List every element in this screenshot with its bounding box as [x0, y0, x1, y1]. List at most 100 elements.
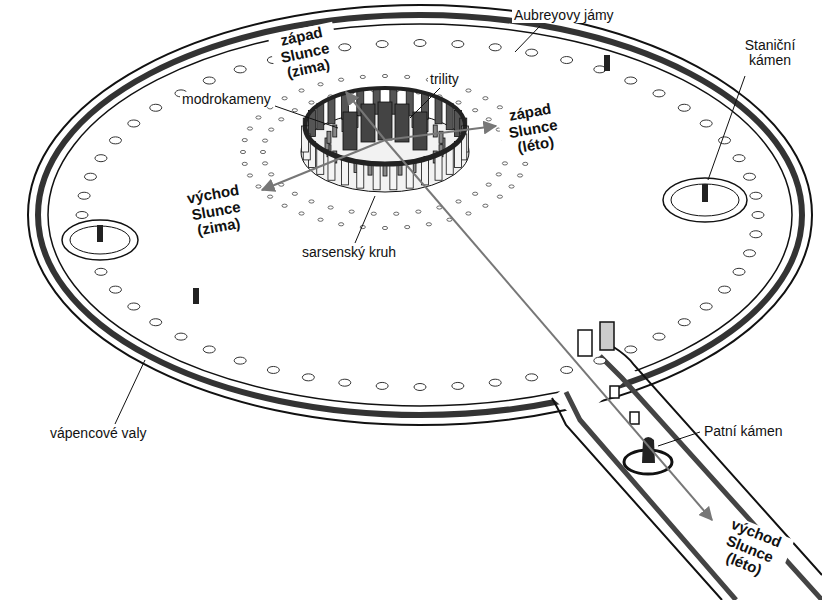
aubrey-hole — [175, 333, 187, 340]
aubrey-hole — [653, 90, 665, 97]
hole — [394, 212, 399, 215]
hole — [496, 173, 501, 176]
lintel-ring-back — [305, 88, 465, 164]
aubrey-hole — [752, 212, 764, 219]
heel-stone — [624, 437, 672, 474]
hole — [256, 116, 261, 119]
part-label: Staniční kámen — [728, 38, 812, 69]
hole — [426, 223, 431, 226]
aubrey-hole — [750, 192, 762, 199]
hole — [318, 83, 323, 86]
aubrey-hole — [489, 379, 501, 386]
hole — [299, 89, 304, 92]
hole — [339, 78, 344, 81]
aubrey-hole — [744, 250, 756, 257]
avenue-stone — [610, 386, 619, 398]
hole — [292, 192, 297, 195]
stone — [390, 164, 397, 190]
hole — [466, 89, 471, 92]
chalk-banks — [28, 5, 812, 425]
hole — [240, 150, 245, 153]
stone — [357, 162, 364, 188]
stone — [328, 98, 335, 124]
hole — [282, 97, 287, 100]
part-label: modrokameny — [180, 92, 273, 107]
station-stone — [702, 184, 708, 202]
aubrey-hole — [203, 346, 215, 353]
hole — [371, 212, 376, 215]
leader-line — [515, 26, 540, 52]
aubrey-hole — [339, 379, 351, 386]
stone — [327, 131, 331, 143]
hole — [256, 185, 261, 188]
aubrey-hole — [452, 382, 464, 389]
stone — [342, 159, 349, 185]
avenue — [552, 346, 822, 600]
sun-directions — [262, 92, 712, 520]
station-stone — [193, 288, 199, 304]
hole — [416, 210, 421, 213]
aubrey-hole — [376, 382, 388, 389]
aubrey-hole — [526, 49, 538, 56]
aubrey-hole — [414, 384, 426, 391]
inner-bank — [48, 24, 792, 406]
leader-line — [708, 76, 745, 180]
leader-line — [410, 88, 440, 118]
hole — [473, 109, 478, 112]
hole — [405, 75, 410, 78]
lintel-ring-front — [305, 126, 465, 164]
aubrey-hole — [150, 319, 162, 326]
part-label: západ Slunce (léto) — [496, 99, 570, 159]
hole — [382, 226, 387, 229]
avenue-stone — [630, 412, 639, 424]
stone-ring — [663, 178, 747, 222]
aubrey-hole — [719, 137, 731, 144]
stone-ring — [70, 226, 130, 254]
hole — [328, 206, 333, 209]
station-stone — [97, 225, 103, 242]
aubrey-hole — [76, 212, 88, 219]
hole — [339, 223, 344, 226]
aubrey-hole — [203, 77, 215, 84]
winter-sunrise-arrow — [262, 140, 385, 190]
leader-line — [115, 360, 145, 424]
stone — [328, 154, 335, 180]
portal-stone — [578, 330, 592, 356]
aubrey-hole — [267, 366, 279, 373]
summer-sunrise-arrow — [385, 140, 712, 520]
stone — [433, 125, 437, 137]
hole — [309, 101, 314, 104]
aubrey-hole — [376, 41, 388, 48]
hole — [269, 173, 274, 176]
hole — [486, 118, 491, 121]
aubrey-hole — [733, 155, 745, 162]
avenue-bank — [600, 356, 822, 600]
aubrey-hole — [594, 357, 606, 364]
aubrey-hole — [719, 286, 731, 293]
stone-ring — [62, 220, 138, 260]
trilithon — [361, 104, 375, 142]
aubrey-hole — [733, 268, 745, 275]
hole — [349, 210, 354, 213]
aubrey-hole — [339, 44, 351, 51]
winter-sunset-arrow — [346, 92, 385, 140]
aubrey-hole — [95, 155, 107, 162]
leader-line — [355, 196, 375, 243]
avenue-bank — [552, 398, 722, 600]
hole — [269, 128, 274, 131]
aubrey-hole — [700, 303, 712, 310]
hole — [486, 183, 491, 186]
hole — [247, 174, 252, 177]
hole — [382, 74, 387, 77]
aubrey-hole — [150, 104, 162, 111]
hole — [456, 101, 461, 104]
hole — [247, 127, 252, 130]
hole — [299, 212, 304, 215]
hole — [268, 195, 273, 198]
part-label: západ Slunce (zima) — [268, 22, 343, 84]
hole — [483, 204, 488, 207]
aubrey-hole — [678, 319, 690, 326]
aubrey-hole — [234, 66, 246, 73]
